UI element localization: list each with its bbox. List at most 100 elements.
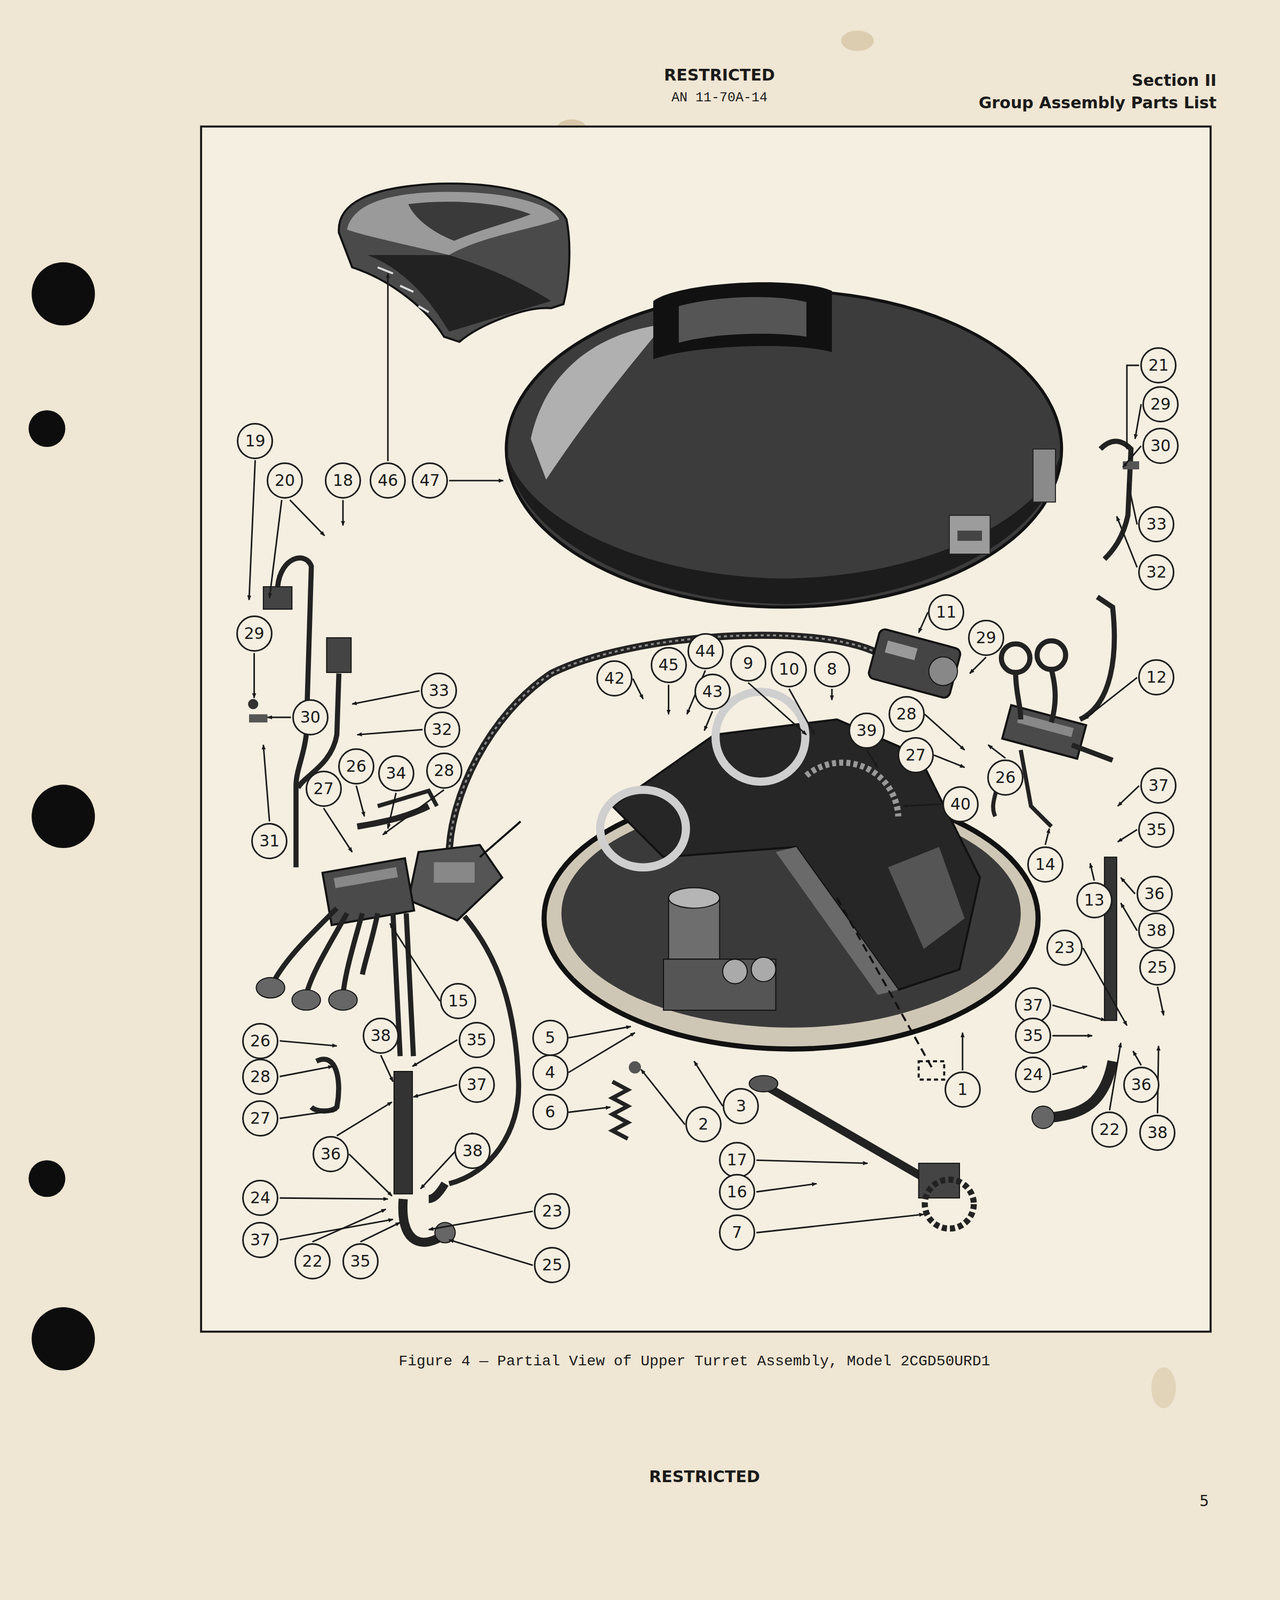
callout-number: 18 [324, 462, 362, 499]
callout-text: 21 [1148, 357, 1169, 374]
callout-number: 28 [888, 696, 925, 733]
callout-text: 7 [731, 1224, 742, 1241]
callout-number: 16 [718, 1173, 756, 1211]
callout-text: 39 [856, 722, 877, 739]
callout-number: 15 [440, 982, 477, 1020]
callout-text: 40 [950, 796, 971, 813]
callout-number: 33 [420, 672, 458, 709]
callout-number: 38 [1139, 1114, 1176, 1151]
callout-number: 12 [1138, 659, 1175, 696]
callout-text: 2 [698, 1116, 709, 1133]
callout-text: 37 [466, 1076, 487, 1093]
callout-number: 45 [650, 646, 687, 684]
callout-text: 47 [419, 472, 440, 489]
callout-number: 27 [305, 770, 342, 807]
callout-text: 9 [742, 655, 754, 672]
callout-text: 43 [702, 683, 723, 700]
page-number: 5 [1199, 1493, 1210, 1510]
callout-text: 12 [1146, 669, 1167, 686]
callout-number: 20 [266, 462, 303, 499]
callout-number: 37 [1140, 767, 1177, 804]
callout-number: 3 [722, 1088, 759, 1125]
callout-text: 13 [1084, 892, 1105, 909]
figure-caption: Figure 4 — Partial View of Upper Turret … [398, 1353, 991, 1371]
callout-number: 35 [342, 1243, 379, 1280]
callout-text: 36 [1131, 1076, 1152, 1093]
callout-text: 30 [1150, 437, 1171, 454]
callout-text: 28 [896, 706, 917, 723]
callout-number: 44 [687, 633, 724, 670]
callout-text: 38 [1146, 922, 1167, 939]
callout-text: 27 [905, 747, 926, 764]
callout-number: 24 [242, 1179, 279, 1216]
callout-text: 37 [250, 1232, 271, 1248]
callout-text: 6 [545, 1104, 556, 1120]
callout-number: 2 [685, 1106, 722, 1143]
document-number: AN 11-70A-14 [671, 90, 768, 106]
callout-text: 24 [1022, 1066, 1044, 1083]
callout-number: 19 [236, 422, 274, 460]
callout-text: 29 [976, 629, 997, 646]
callout-number: 37 [458, 1066, 495, 1103]
callout-text: 20 [274, 472, 295, 489]
callout-number: 1 [944, 1071, 981, 1108]
callout-number: 23 [1046, 929, 1083, 966]
header-restricted: RESTRICTED [664, 66, 775, 84]
callout-text: 25 [1147, 959, 1168, 976]
callout-text: 10 [778, 661, 799, 678]
callout-number: 21 [1140, 347, 1177, 384]
callout-text: 29 [1150, 396, 1171, 413]
callout-number: 38 [1138, 912, 1175, 949]
callout-text: 31 [259, 833, 280, 850]
callout-text: 27 [250, 1110, 271, 1127]
section-subheading: Group Assembly Parts List [978, 93, 1217, 112]
callout-text: 16 [726, 1184, 748, 1200]
callout-number: 35 [1014, 1017, 1052, 1054]
callout-number: 26 [242, 1022, 279, 1060]
callout-number: 32 [1138, 554, 1175, 591]
callout-number: 38 [362, 1017, 399, 1054]
callout-number: 7 [718, 1214, 756, 1251]
callout-number: 36 [1123, 1066, 1160, 1103]
callout-number: 14 [1027, 846, 1064, 883]
callout-text: 22 [302, 1253, 323, 1270]
callout-text: 35 [1022, 1027, 1044, 1044]
footer-restricted: RESTRICTED [649, 1467, 760, 1486]
callout-number: 6 [532, 1093, 569, 1131]
callout-text: 46 [377, 472, 398, 489]
callout-text: 38 [370, 1027, 391, 1044]
callout-text: 26 [995, 769, 1016, 786]
callout-number: 47 [411, 462, 448, 499]
callout-text: 32 [1146, 564, 1167, 581]
callout-text: 1 [957, 1081, 968, 1098]
callout-text: 23 [541, 1203, 563, 1220]
callout-text: 24 [250, 1189, 271, 1206]
callout-number: 35 [1138, 811, 1175, 848]
callout-number: 28 [426, 752, 463, 789]
callout-number: 13 [1076, 882, 1113, 919]
callout-text: 34 [385, 765, 406, 782]
callout-text: 5 [545, 1029, 556, 1046]
callout-text: 37 [1022, 997, 1044, 1014]
callout-number: 26 [987, 759, 1024, 796]
callout-text: 38 [1147, 1124, 1168, 1141]
callout-text: 23 [1054, 939, 1075, 956]
callout-text: 14 [1035, 856, 1056, 873]
callout-number: 26 [338, 748, 375, 785]
callout-text: 33 [428, 682, 450, 699]
callout-number: 31 [251, 822, 288, 860]
callout-text: 44 [694, 643, 716, 660]
callout-text: 36 [1144, 885, 1165, 902]
callout-text: 17 [726, 1152, 748, 1168]
callout-number: 25 [1139, 949, 1176, 986]
callout-number: 34 [378, 755, 415, 792]
callout-number: 9 [730, 645, 767, 682]
callout-number: 37 [242, 1221, 279, 1259]
callout-number: 17 [718, 1141, 756, 1179]
callout-number: 8 [813, 651, 851, 688]
callout-text: 22 [1099, 1121, 1120, 1138]
callout-number: 27 [242, 1100, 279, 1137]
callout-text: 4 [545, 1064, 556, 1081]
callout-text: 8 [826, 661, 837, 678]
callout-text: 36 [320, 1146, 341, 1163]
